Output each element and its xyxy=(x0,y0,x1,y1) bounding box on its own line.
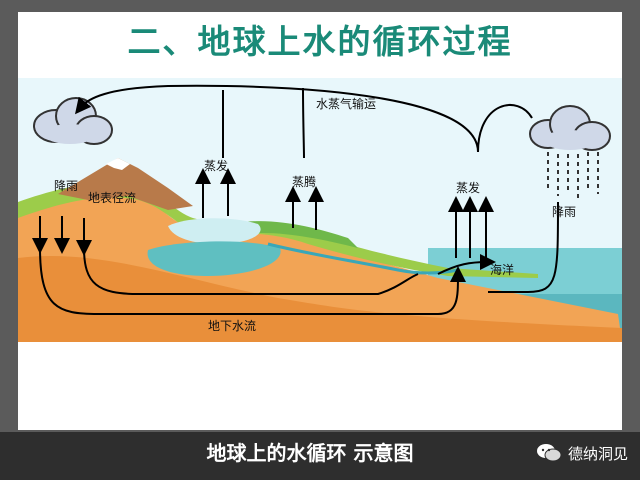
label-ocean: 海洋 xyxy=(490,262,514,277)
label-precipitation-sea: 降雨 xyxy=(552,205,576,219)
watermark-text: 德纳洞见 xyxy=(567,444,628,463)
label-vapor-transport: 水蒸气输运 xyxy=(316,96,376,111)
wechat-logo-icon xyxy=(536,444,562,462)
label-precipitation-land: 降雨 xyxy=(54,179,78,193)
label-groundwater: 地下水流 xyxy=(208,319,256,333)
evaporation-arrows-land xyxy=(195,168,236,218)
groundwater-flow-path xyxy=(39,247,466,315)
label-surface-runoff: 地表径流 xyxy=(88,191,136,205)
watermark: 德纳洞见 xyxy=(536,436,628,470)
cloud-right-icon xyxy=(529,105,611,151)
precipitation-arrows-land xyxy=(32,216,92,256)
vapor-transport-path xyxy=(74,84,479,153)
water-cycle-diagram: 水蒸气输运 蒸发 蒸腾 蒸发 降雨 降雨 地表径流 海洋 地下水流 xyxy=(18,78,622,342)
lake xyxy=(168,218,261,244)
rain-dashes xyxy=(547,152,599,198)
caption-bar xyxy=(0,432,640,480)
caption: 地球上的水循环 示意图 xyxy=(206,441,414,465)
evaporation-arrows-sea xyxy=(448,196,494,258)
transpiration-arrows xyxy=(285,186,324,230)
label-evaporation-land: 蒸发 xyxy=(204,158,228,173)
page-title: 二、地球上水的循环过程 xyxy=(127,22,513,61)
mountain xyxy=(58,158,193,210)
label-evaporation-sea: 蒸发 xyxy=(456,180,480,195)
label-transpiration: 蒸腾 xyxy=(292,174,316,189)
